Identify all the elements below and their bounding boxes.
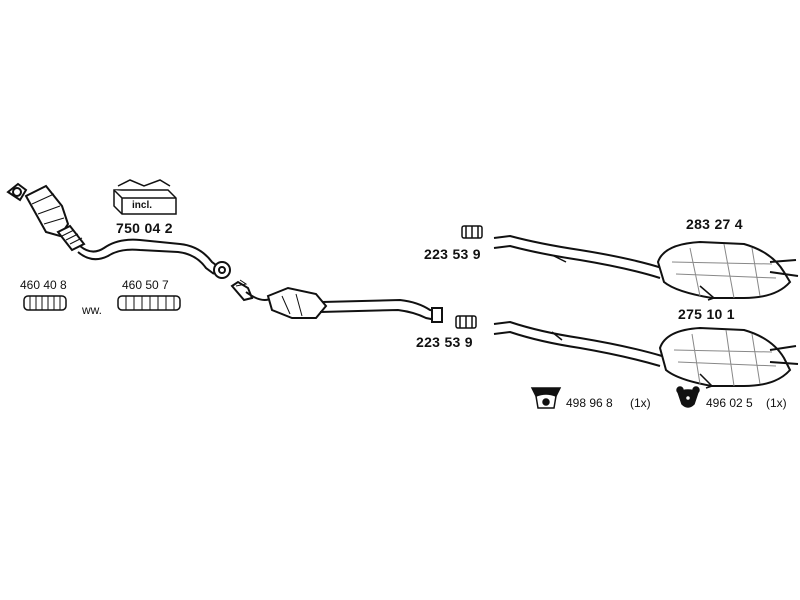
- rear-silencer-lower[interactable]: [493, 320, 799, 389]
- rear-silencer-upper[interactable]: [493, 234, 799, 301]
- rubber-mount-a-icon[interactable]: [530, 387, 562, 409]
- flex-pipe-option-a-icon[interactable]: [23, 295, 67, 311]
- flex-pipe-option-a-number[interactable]: 460 40 8: [20, 278, 67, 292]
- rubber-mount-a-quantity: (1x): [630, 396, 651, 410]
- rubber-mount-b-number[interactable]: 496 02 5: [706, 396, 753, 410]
- alternative-separator: ww.: [82, 303, 103, 317]
- clamp-lower-icon[interactable]: [455, 315, 477, 329]
- front-catalytic-section[interactable]: [6, 182, 231, 279]
- kit-part-number[interactable]: 750 04 2: [116, 220, 173, 236]
- clamp-lower-number[interactable]: 223 53 9: [416, 334, 473, 350]
- clamp-upper-icon[interactable]: [461, 225, 483, 239]
- clamp-upper-number[interactable]: 223 53 9: [424, 246, 481, 262]
- rubber-mount-a-number[interactable]: 498 96 8: [566, 396, 613, 410]
- rubber-mount-b-icon[interactable]: [676, 386, 700, 408]
- middle-catalytic-section[interactable]: [230, 279, 443, 323]
- kit-box-icon: [113, 179, 177, 215]
- kit-badge: incl.: [132, 200, 153, 211]
- rear-silencer-upper-number[interactable]: 283 27 4: [686, 216, 743, 232]
- flex-pipe-option-b-icon[interactable]: [117, 295, 181, 311]
- flex-pipe-option-b-number[interactable]: 460 50 7: [122, 278, 169, 292]
- rubber-mount-b-quantity: (1x): [766, 396, 787, 410]
- rear-silencer-lower-number[interactable]: 275 10 1: [678, 306, 735, 322]
